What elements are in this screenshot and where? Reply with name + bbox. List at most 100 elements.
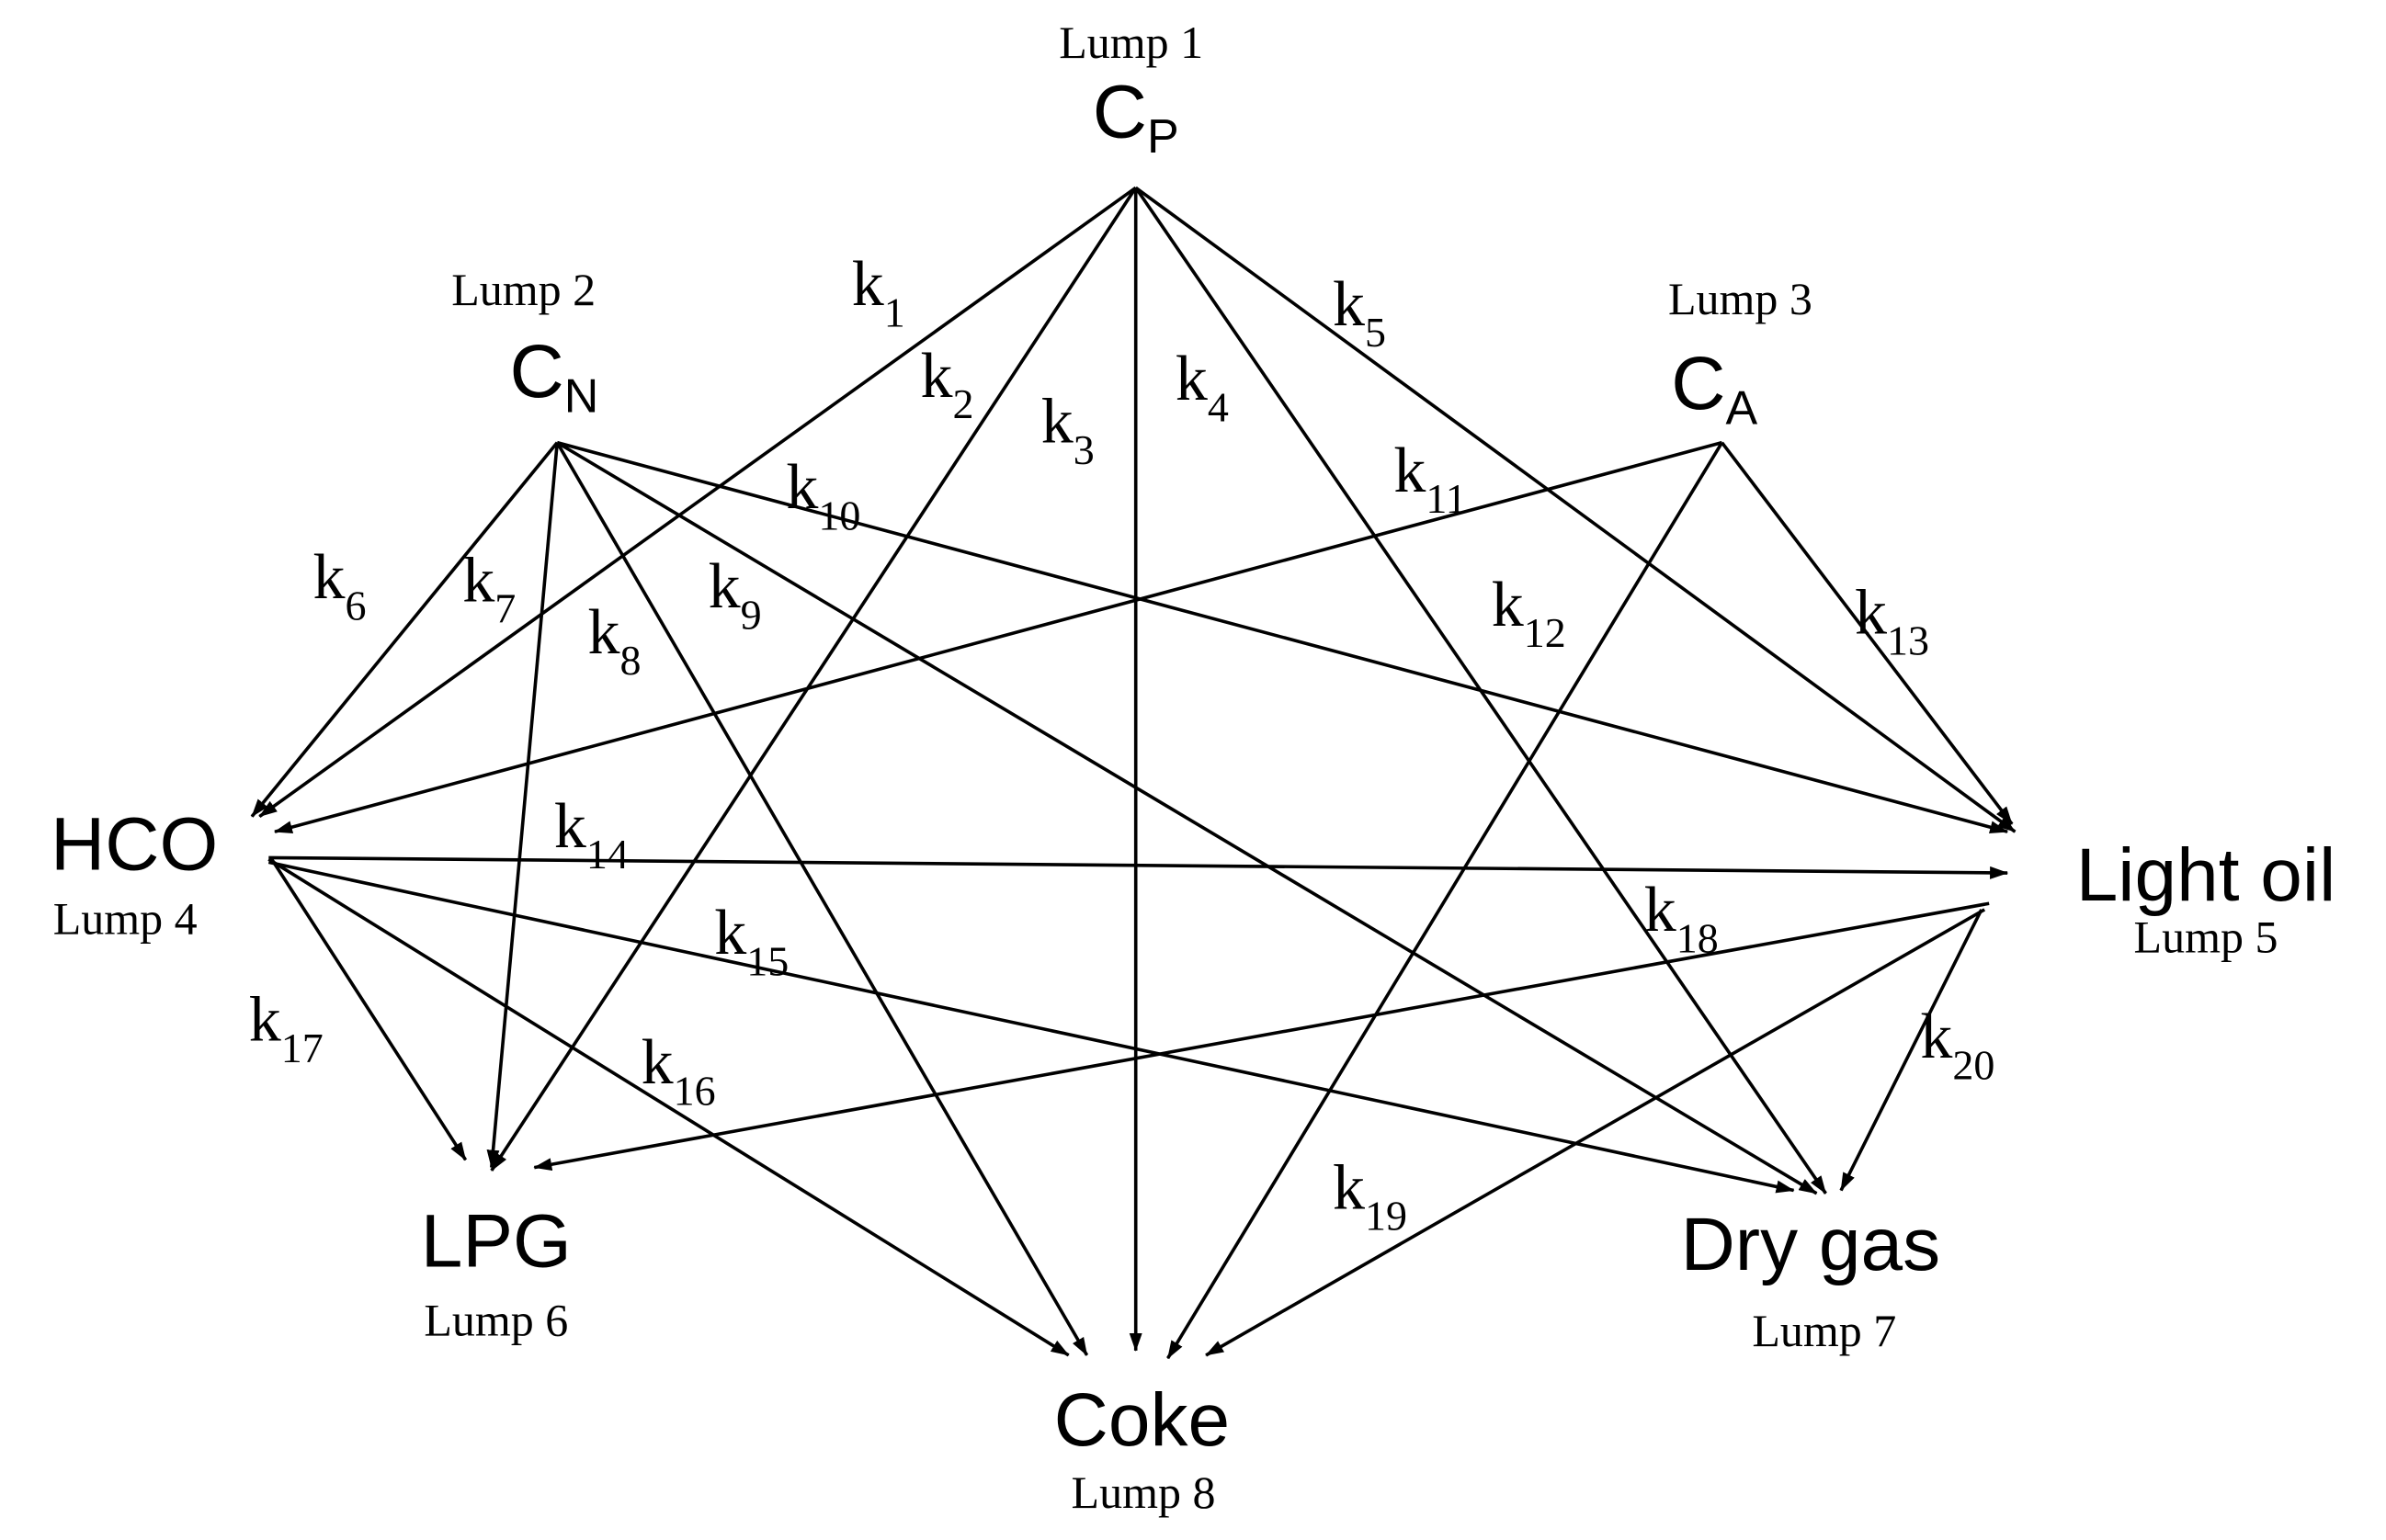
rate-constant-symbol: k	[1644, 875, 1676, 946]
edge-ca-to-lightoil	[1721, 441, 2014, 825]
rate-constant-label-k13: k13	[1855, 577, 1929, 663]
node-name-cp: CP	[1093, 70, 1179, 164]
node-name-text: Dry gas	[1681, 1203, 1941, 1286]
rate-constant-subscript: 2	[953, 380, 974, 427]
rate-constant-symbol: k	[1333, 269, 1365, 340]
lump-label-coke: Lump 8	[1072, 1466, 1216, 1518]
rate-constant-label-k7: k7	[462, 545, 516, 631]
rate-constant-symbol: k	[714, 898, 746, 968]
rate-constant-symbol: k	[1920, 1002, 1952, 1072]
rate-constant-subscript: 6	[345, 582, 366, 628]
rate-constant-symbol: k	[852, 249, 884, 320]
edge-cp-to-hco	[258, 186, 1137, 819]
rate-constant-symbol: k	[249, 985, 281, 1056]
edge-cn-to-coke	[555, 441, 1089, 1356]
edge-lightoil-to-coke	[1205, 908, 1986, 1357]
rate-constant-label-k2: k2	[921, 341, 974, 427]
node-name-text: Light oil	[2076, 833, 2336, 917]
node-name-coke: Coke	[1054, 1378, 1230, 1462]
edge-cn-to-lpg	[486, 442, 560, 1169]
lump-label-cp: Lump 1	[1059, 17, 1203, 68]
node-name-ca: CA	[1671, 342, 1757, 436]
node-name-subscript: P	[1147, 110, 1179, 164]
edge-ca-to-coke	[1166, 441, 1724, 1360]
rate-constant-subscript: 3	[1074, 426, 1095, 473]
rate-constant-subscript: 9	[741, 591, 762, 638]
rate-constant-subscript: 13	[1887, 617, 1929, 664]
node-ca: CA Lump 3	[1668, 273, 1812, 436]
rate-constant-subscript: 15	[746, 937, 789, 984]
edge-lightoil-to-lpg	[533, 901, 1990, 1172]
rate-constant-subscript: 12	[1524, 609, 1566, 656]
rate-constant-symbol: k	[786, 452, 818, 523]
rate-constant-symbol: k	[1176, 344, 1208, 414]
rate-constant-subscript: 8	[619, 637, 641, 684]
rate-constant-symbol: k	[1333, 1152, 1365, 1223]
lump-label-lpg: Lump 6	[424, 1294, 568, 1345]
rate-constant-label-k11: k11	[1393, 436, 1466, 522]
edge-cn-to-lightoil	[556, 440, 2009, 834]
lump-label-drygas: Lump 7	[1752, 1305, 1896, 1356]
node-name-text: LPG	[421, 1200, 572, 1284]
rate-constant-symbol: k	[312, 542, 345, 613]
edge-lightoil-to-drygas	[1839, 909, 1983, 1192]
lump-label-hco: Lump 4	[53, 892, 198, 944]
edge-hco-to-lightoil	[268, 855, 2009, 879]
node-name-subscript: N	[564, 369, 599, 423]
rate-constant-label-k4: k4	[1176, 344, 1229, 430]
rate-constant-subscript: 20	[1952, 1041, 1994, 1088]
rate-constant-label-k6: k6	[312, 542, 366, 628]
node-name-cn: CN	[510, 330, 599, 424]
rate-constant-subscript: 1	[884, 289, 905, 335]
rate-constant-label-k14: k14	[554, 791, 629, 878]
node-name-hco: HCO	[51, 803, 218, 887]
rate-constant-subscript: 7	[494, 585, 516, 632]
rate-constant-subscript: 11	[1426, 475, 1466, 522]
rate-constant-subscript: 4	[1208, 383, 1229, 430]
lump-label-ca: Lump 3	[1668, 273, 1812, 324]
rate-constant-subscript: 19	[1365, 1193, 1407, 1240]
node-name-lpg: LPG	[421, 1200, 572, 1284]
node-name-text: Coke	[1054, 1378, 1230, 1462]
node-name-lightoil: Light oil	[2076, 833, 2336, 917]
node-name-text: C	[1093, 70, 1147, 153]
rate-constant-symbol: k	[709, 551, 741, 622]
rate-constant-symbol: k	[587, 597, 619, 668]
rate-constant-label-k1: k1	[852, 249, 905, 335]
lump-label-lightoil: Lump 5	[2134, 911, 2278, 962]
rate-constant-subscript: 16	[674, 1067, 716, 1114]
rate-constant-symbol: k	[921, 341, 953, 412]
edge-hco-to-lpg	[270, 858, 468, 1161]
rate-constant-label-k20: k20	[1920, 1002, 1994, 1088]
rate-constant-label-k5: k5	[1333, 269, 1386, 356]
edge-hco-to-coke	[267, 857, 1070, 1357]
rate-constant-symbol: k	[1041, 387, 1074, 458]
rate-constant-label-k8: k8	[587, 597, 641, 684]
rate-constant-label-k17: k17	[249, 985, 324, 1071]
rate-constant-subscript: 10	[818, 492, 860, 538]
rate-constant-symbol: k	[1855, 577, 1887, 648]
rate-constant-label-k9: k9	[709, 551, 762, 638]
node-name-subscript: A	[1725, 382, 1757, 436]
rate-constant-label-k19: k19	[1333, 1152, 1407, 1239]
rate-constant-label-k16: k16	[642, 1027, 716, 1114]
rate-constant-symbol: k	[1492, 570, 1524, 640]
node-name-text: C	[510, 330, 564, 413]
node-name-drygas: Dry gas	[1681, 1203, 1941, 1286]
rate-constant-subscript: 14	[586, 831, 629, 878]
rate-constant-subscript: 5	[1365, 309, 1386, 356]
rate-constant-symbol: k	[554, 791, 586, 862]
edge-cn-to-drygas	[556, 441, 1818, 1195]
edge-cn-to-hco	[250, 441, 559, 818]
rate-constant-symbol: k	[1393, 436, 1426, 506]
edge-cp-to-lpg	[490, 187, 1138, 1172]
rate-constant-symbol: k	[462, 545, 494, 616]
rate-constant-label-k18: k18	[1644, 875, 1719, 961]
